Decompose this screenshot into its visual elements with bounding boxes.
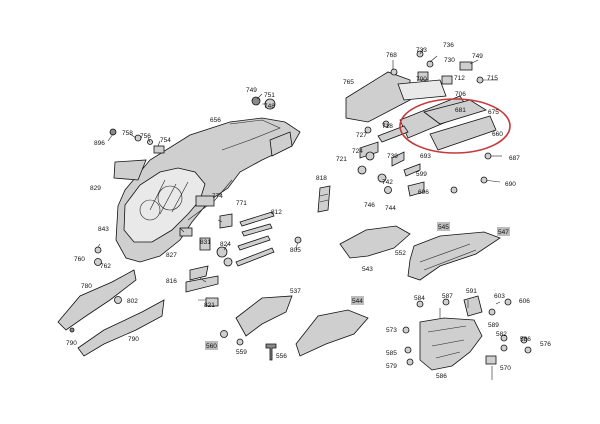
part-label: 537 [290, 288, 301, 295]
part-label: 758 [122, 130, 133, 137]
part-label: 576 [540, 341, 551, 348]
part-label: 802 [127, 298, 138, 305]
part-label: 790 [66, 340, 77, 347]
part-label: 543 [362, 266, 373, 273]
part-label: 586 [520, 336, 531, 343]
tag-box-544 [351, 296, 364, 305]
dashboard-assembly [115, 117, 301, 263]
part-label: 721 [336, 156, 347, 163]
highlight-circle [399, 98, 511, 154]
part-label: 748 [264, 103, 275, 110]
tag-box-560 [205, 341, 218, 350]
part-label: 816 [166, 278, 177, 285]
part-label: 587 [442, 293, 453, 300]
part-label: 739 [387, 153, 398, 160]
part-label: 559 [236, 349, 247, 356]
part-label: 896 [94, 140, 105, 147]
tag-box-545 [437, 222, 450, 231]
part-label: 749 [246, 87, 257, 94]
part-label: 675 [488, 109, 499, 116]
part-label: 730 [444, 57, 455, 64]
middle-panels [220, 225, 501, 361]
part-label: 586 [436, 373, 447, 380]
part-label: 681 [455, 107, 466, 114]
part-label: 556 [276, 353, 287, 360]
part-label: 733 [416, 47, 427, 54]
part-label: 552 [395, 250, 406, 257]
part-label: 818 [316, 175, 327, 182]
part-label: 746 [364, 202, 375, 209]
part-label: 760 [74, 256, 85, 263]
part-label: 771 [236, 200, 247, 207]
part-label: 727 [356, 132, 367, 139]
glovebox-assembly [345, 50, 502, 197]
part-label: 829 [90, 185, 101, 192]
part-label: 603 [494, 293, 505, 300]
part-label: 700 [416, 76, 427, 83]
leader-lines [97, 47, 501, 318]
part-label: 560 [206, 343, 217, 350]
lower-left-panels [57, 269, 165, 357]
part-label: 742 [382, 179, 393, 186]
part-labels: 768 733 736 749 730 765 700 712 715 706 … [66, 42, 551, 380]
part-label: 606 [519, 298, 530, 305]
part-label: 660 [492, 131, 503, 138]
part-label: 693 [420, 153, 431, 160]
part-label: 780 [81, 283, 92, 290]
part-label: 843 [98, 226, 109, 233]
part-label: 570 [500, 365, 511, 372]
part-label: 591 [466, 288, 477, 295]
part-label: 765 [343, 79, 354, 86]
part-label: 599 [416, 171, 427, 178]
bracket-assembly [402, 295, 532, 380]
part-label: 744 [385, 205, 396, 212]
part-label: 812 [271, 209, 282, 216]
part-label: 827 [166, 252, 177, 259]
part-label: 696 [418, 189, 429, 196]
part-label: 545 [438, 224, 449, 231]
part-label: 547 [498, 229, 509, 236]
tag-box-547 [497, 227, 510, 236]
part-label: 805 [290, 247, 301, 254]
part-label: 768 [386, 52, 397, 59]
part-label: 687 [509, 155, 520, 162]
part-label: 715 [487, 75, 498, 82]
part-label: 751 [264, 92, 275, 99]
part-label: 718 [382, 123, 393, 130]
part-label: 831 [200, 239, 211, 246]
part-label: 724 [352, 148, 363, 155]
part-label: 579 [386, 363, 397, 370]
part-label: 762 [100, 263, 111, 270]
part-label: 544 [352, 298, 363, 305]
part-label: 790 [128, 336, 139, 343]
part-label: 824 [220, 241, 231, 248]
part-label: 584 [414, 295, 425, 302]
part-label: 589 [488, 322, 499, 329]
part-label: 712 [454, 75, 465, 82]
part-label: 656 [210, 117, 221, 124]
part-label: 754 [160, 137, 171, 144]
part-label: 749 [472, 53, 483, 60]
part-label: 573 [386, 327, 397, 334]
part-label: 821 [204, 302, 215, 309]
part-label: 706 [455, 91, 466, 98]
center-trim-strips [235, 185, 331, 267]
part-label: 736 [443, 42, 454, 49]
part-label: 774 [212, 193, 223, 200]
part-label: 690 [505, 181, 516, 188]
part-label: 582 [496, 331, 507, 338]
part-label: 756 [140, 133, 151, 140]
part-label: 585 [386, 350, 397, 357]
